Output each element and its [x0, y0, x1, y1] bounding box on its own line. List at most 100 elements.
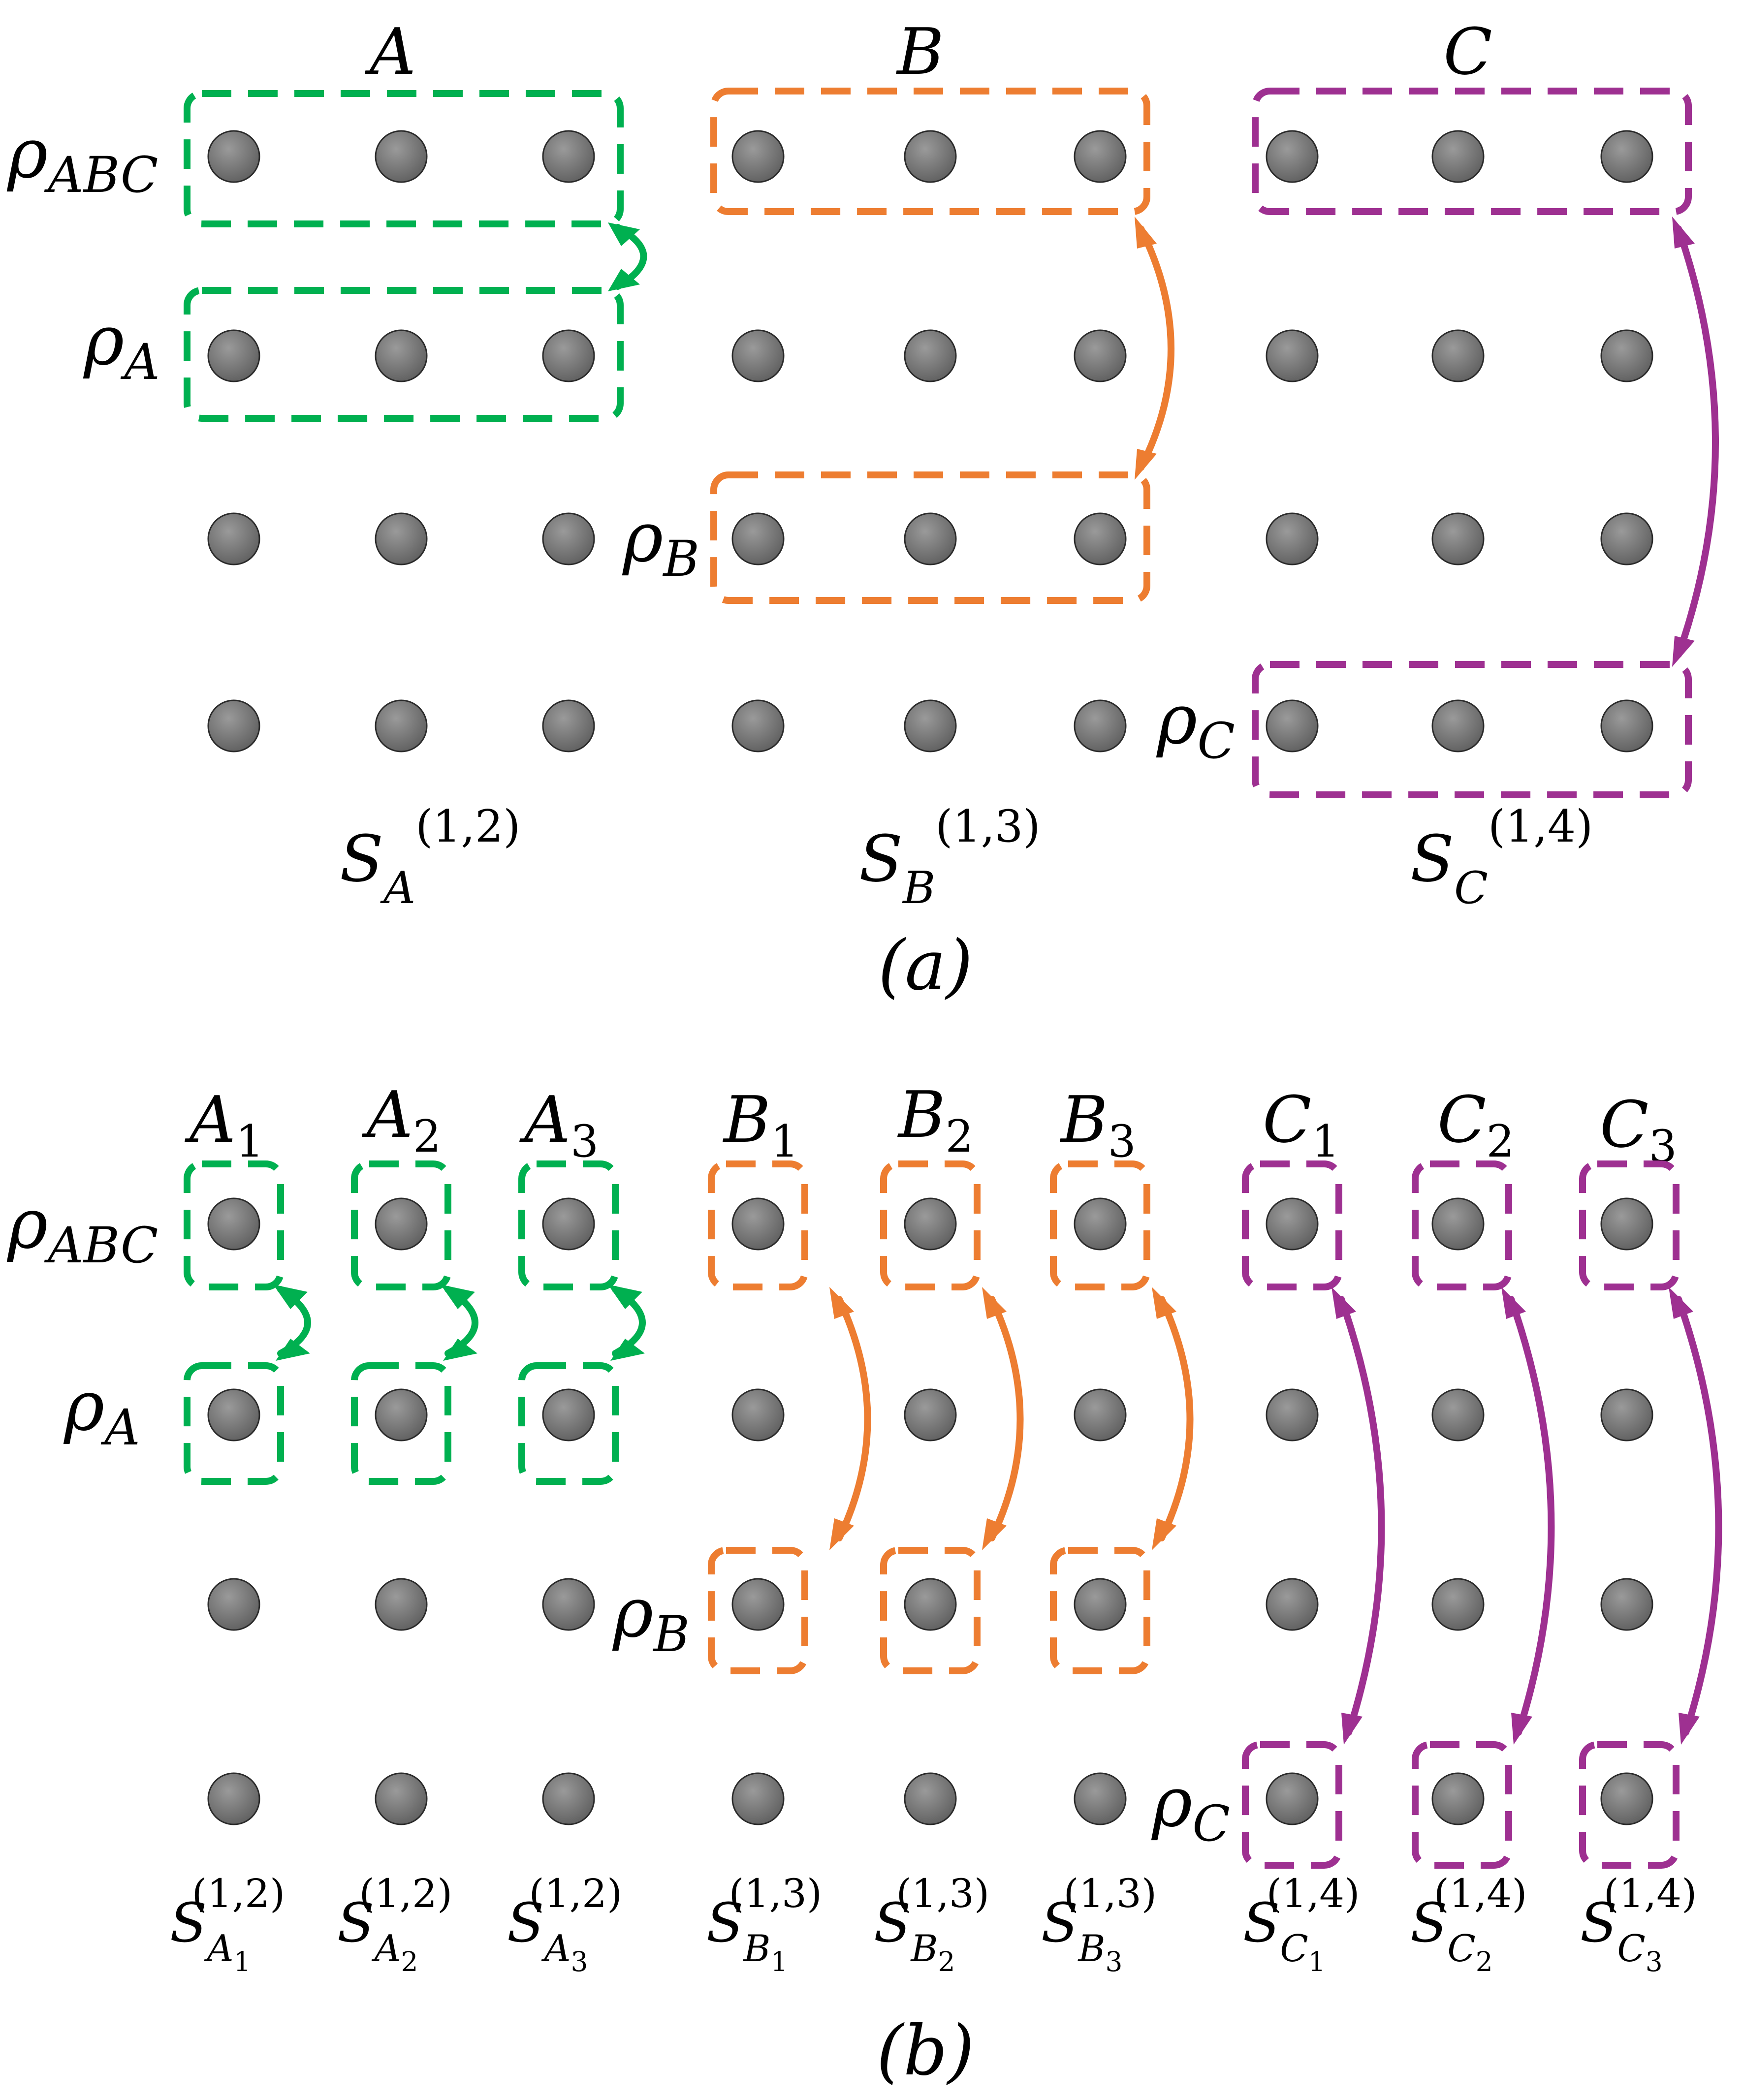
- register-box-c3-bottom: [1579, 1741, 1680, 1869]
- qubit-dot: [904, 1197, 957, 1251]
- qubit-dot: [904, 699, 957, 752]
- qubit-dot: [375, 130, 428, 183]
- qubit-dot: [1074, 1388, 1127, 1442]
- qubit-dot: [375, 1388, 428, 1442]
- qubit-dot: [1600, 1578, 1653, 1631]
- swap-arrow-b3: [1152, 1287, 1194, 1550]
- qubit-dot: [731, 699, 785, 752]
- qubit-dot: [1074, 329, 1127, 382]
- qubit-dot: [1431, 1197, 1485, 1251]
- row-label-rho-a-b: ρA: [63, 1366, 140, 1456]
- register-box-c1-top: [1242, 1160, 1342, 1290]
- row-label-rho-b-b: ρB: [612, 1573, 690, 1663]
- group-label-c: C: [1443, 14, 1492, 89]
- column-label-b2: B2: [897, 1077, 974, 1162]
- qubit-dot: [375, 1772, 428, 1825]
- row-label-rho-abc: ρABC: [6, 114, 158, 204]
- qubit-dot: [207, 1197, 260, 1251]
- column-label-b3: B3: [1060, 1082, 1136, 1167]
- qubit-dot: [1266, 329, 1319, 382]
- qubit-dot: [1074, 130, 1127, 183]
- register-box-a3-top: [518, 1160, 619, 1290]
- swap-label-a: SA(1,2): [340, 801, 520, 914]
- qubit-dot: [542, 1578, 595, 1631]
- qubit-dot: [542, 1388, 595, 1442]
- column-label-c1: C1: [1263, 1082, 1340, 1167]
- qubit-dot: [542, 329, 595, 382]
- qubit-dot: [1074, 699, 1127, 752]
- qubit-dot: [731, 1578, 785, 1631]
- column-label-c3: C3: [1600, 1087, 1677, 1172]
- column-label-b1: B1: [723, 1082, 799, 1167]
- register-box-b-top: [710, 88, 1150, 215]
- panel-caption-a: (a): [878, 926, 973, 1006]
- qubit-dot: [542, 1772, 595, 1825]
- swap-arrow-a1: [273, 1285, 311, 1361]
- column-label-c2: C2: [1437, 1082, 1515, 1167]
- qubit-dot: [731, 1388, 785, 1442]
- qubit-dot: [904, 512, 957, 565]
- row-label-rho-b: ρB: [622, 498, 699, 588]
- swap-label-b3: SB3(1,3): [1041, 1871, 1157, 1977]
- qubit-dot: [1266, 512, 1319, 565]
- column-label-a3: A3: [519, 1082, 599, 1167]
- qubit-dot: [904, 130, 957, 183]
- qubit-dot: [731, 512, 785, 565]
- swap-arrow-b2: [982, 1287, 1024, 1550]
- qubit-dot: [542, 1197, 595, 1251]
- qubit-dot: [1431, 512, 1485, 565]
- qubit-dot: [1600, 699, 1653, 752]
- qubit-dot: [375, 512, 428, 565]
- qubit-dot: [207, 1578, 260, 1631]
- qubit-dot: [1600, 1388, 1653, 1442]
- register-box-c1-bottom: [1242, 1741, 1342, 1869]
- qubit-dot: [542, 130, 595, 183]
- swap-arrow-a: [608, 222, 647, 291]
- qubit-dot: [1431, 1388, 1485, 1442]
- qubit-dot: [1431, 699, 1485, 752]
- swap-arrow-c3: [1669, 1287, 1722, 1745]
- swap-arrow-c: [1672, 217, 1719, 667]
- qubit-dot: [542, 699, 595, 752]
- qubit-dot: [207, 130, 260, 183]
- register-box-a-bottom: [184, 287, 624, 422]
- register-box-c-bottom: [1252, 661, 1692, 798]
- register-box-b3-top: [1050, 1160, 1150, 1290]
- qubit-dot: [904, 329, 957, 382]
- column-label-a1: A1: [185, 1082, 264, 1167]
- row-label-rho-a: ρA: [83, 301, 160, 391]
- swap-label-c: SC(1,4): [1410, 801, 1593, 914]
- register-box-b1-bottom: [708, 1547, 808, 1674]
- register-box-c3-top: [1579, 1160, 1680, 1290]
- qubit-grid-b: [207, 1197, 1653, 1825]
- qubit-dot: [731, 1772, 785, 1825]
- swap-arrow-b1: [829, 1287, 871, 1550]
- qubit-dot: [1266, 1578, 1319, 1631]
- qubit-dot: [904, 1578, 957, 1631]
- swap-label-c3: SC3(1,4): [1580, 1871, 1697, 1977]
- panel-b: A1 A2 A3 B1 B2 B3 C1 C2 C3 ρABC ρA ρB ρC: [6, 1077, 1722, 2091]
- register-box-c2-bottom: [1412, 1741, 1512, 1869]
- qubit-dot: [1266, 1388, 1319, 1442]
- qubit-dot: [207, 329, 260, 382]
- qubit-dot: [904, 1772, 957, 1825]
- qubit-dot: [1074, 1197, 1127, 1251]
- qubit-dot: [207, 699, 260, 752]
- qubit-dot: [731, 329, 785, 382]
- qubit-dot: [1266, 1197, 1319, 1251]
- swap-arrow-c1: [1331, 1287, 1385, 1745]
- register-box-b1-top: [708, 1160, 808, 1290]
- qubit-dot: [1431, 1578, 1485, 1631]
- register-box-b2-bottom: [880, 1547, 981, 1674]
- row-label-rho-c-b: ρC: [1151, 1762, 1230, 1852]
- qubit-dot: [207, 512, 260, 565]
- swap-label-c2: SC2(1,4): [1410, 1871, 1527, 1977]
- swap-arrow-a3: [608, 1285, 646, 1361]
- register-box-c-top: [1252, 88, 1692, 215]
- qubit-dot: [207, 1772, 260, 1825]
- qubit-dot: [207, 1388, 260, 1442]
- register-box-c2-top: [1412, 1160, 1512, 1290]
- swap-label-a2: SA2(1,2): [337, 1871, 452, 1977]
- qubit-dot: [904, 1388, 957, 1442]
